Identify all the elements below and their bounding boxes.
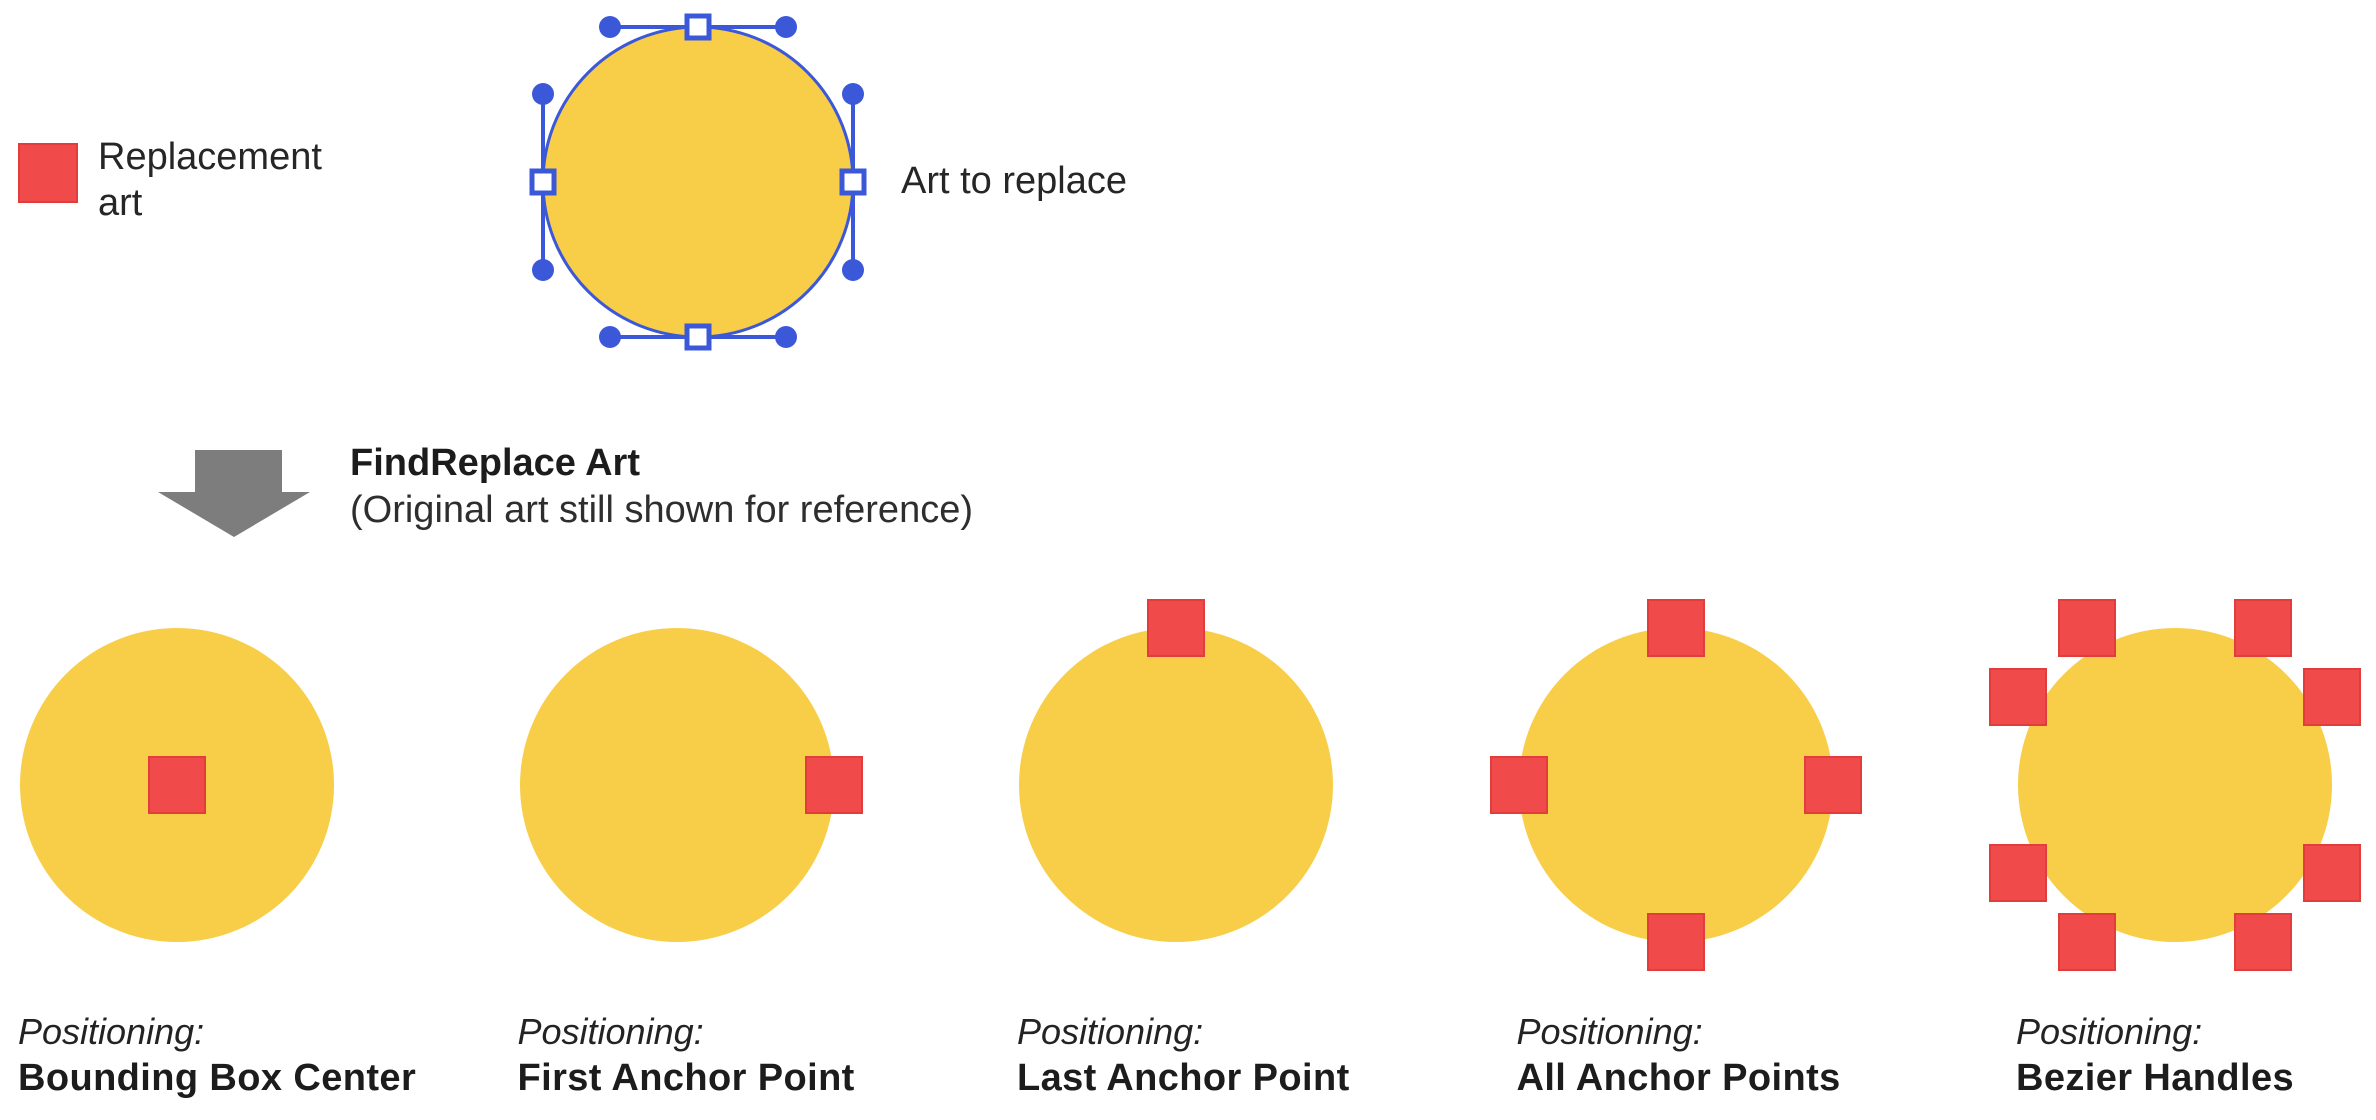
findreplace-title: FindReplace Art: [350, 442, 640, 484]
example-caption: Positioning: All Anchor Points: [1517, 1008, 2017, 1102]
replacement-art-square: [1646, 913, 1705, 971]
legend-label: Replacement art: [98, 136, 322, 224]
positioning-method: First Anchor Point: [517, 1057, 855, 1099]
positioning-label: Positioning:: [18, 1011, 205, 1052]
original-art-circle: [20, 628, 334, 942]
anchor-point-squares: [529, 13, 867, 351]
down-arrow-head: [158, 492, 310, 537]
example-caption: Positioning: First Anchor Point: [518, 1008, 1018, 1102]
replacement-art-square: [1803, 756, 1862, 814]
replacement-art-square: [2058, 913, 2116, 971]
example-last-anchor-point: Positioning: Last Anchor Point: [1017, 599, 1349, 1099]
positioning-method: Bounding Box Center: [18, 1057, 417, 1099]
replacement-art-swatch: [18, 143, 78, 203]
original-art-circle: [1989, 599, 2361, 971]
replacement-art-square: [2234, 599, 2292, 657]
down-arrow-stem: [195, 450, 282, 493]
findreplace-caption: FindReplace Art (Original art still show…: [350, 440, 973, 534]
positioning-label: Positioning:: [1516, 1011, 1703, 1052]
example-caption: Positioning: Bounding Box Center: [18, 1008, 518, 1102]
example-caption: Positioning: Last Anchor Point: [1017, 1008, 1517, 1102]
replacement-art-square: [148, 756, 206, 814]
replacement-art-square: [1489, 756, 1548, 814]
positioning-method: Bezier Handles: [2016, 1057, 2295, 1099]
positioning-method: All Anchor Points: [1516, 1057, 1841, 1099]
art-to-replace-label: Art to replace: [901, 160, 1127, 202]
findreplace-subtitle: (Original art still shown for reference): [350, 489, 973, 531]
example-all-anchor-points: Positioning: All Anchor Points: [1489, 599, 1862, 1099]
original-art-circle: [1019, 599, 1333, 942]
replacement-art-square: [2303, 668, 2361, 726]
replacement-art-square: [1989, 668, 2047, 726]
bezier-handle-dots: [532, 16, 864, 348]
example-caption: Positioning: Bezier Handles: [2016, 1008, 2376, 1102]
replacement-art-square: [804, 756, 863, 814]
positioning-label: Positioning:: [2016, 1011, 2203, 1052]
art-to-replace-figure: [529, 13, 867, 351]
replacement-art-square: [2234, 913, 2292, 971]
down-arrow-icon: [158, 450, 310, 537]
positioning-method: Last Anchor Point: [1017, 1057, 1350, 1099]
positioning-label: Positioning:: [517, 1011, 704, 1052]
original-art-circle: [519, 628, 863, 942]
replacement-art-square: [2303, 844, 2361, 902]
selected-circle-art: [541, 25, 855, 339]
example-first-anchor-point: Positioning: First Anchor Point: [518, 628, 863, 1099]
replacement-art-square: [1646, 599, 1705, 657]
example-bounding-box-center: Positioning: Bounding Box Center: [18, 628, 416, 1099]
replacement-art-square: [1147, 599, 1205, 657]
replacement-art-square: [2058, 599, 2116, 657]
example-bezier-handles: Positioning: Bezier Handles: [1989, 599, 2361, 1099]
original-art-circle: [1489, 599, 1862, 971]
positioning-label: Positioning:: [1017, 1011, 1204, 1052]
replacement-art-square: [1989, 844, 2047, 902]
